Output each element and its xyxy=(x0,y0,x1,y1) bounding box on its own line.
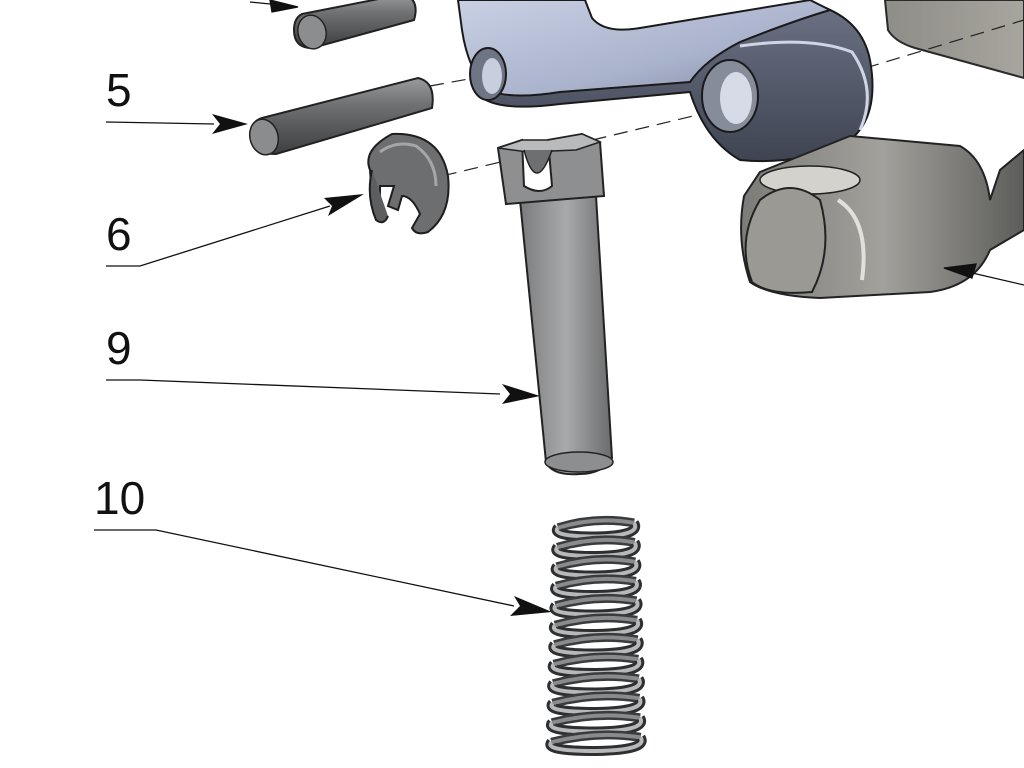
arrowhead-6 xyxy=(324,194,364,216)
spring-coil-back-highlight xyxy=(552,693,640,706)
spring-coil-back-highlight xyxy=(556,537,635,550)
callout-6: 6 xyxy=(106,194,364,267)
spring-coil-back-highlight xyxy=(557,518,635,530)
e-clip-6-icon xyxy=(367,132,450,235)
callout-9: 9 xyxy=(106,322,540,404)
spring-coil-back-highlight xyxy=(555,596,637,608)
spring-coil-back-highlight xyxy=(553,654,639,667)
leader-10 xyxy=(94,529,515,607)
leader-9 xyxy=(106,379,501,395)
arrowhead-9 xyxy=(502,384,540,404)
lever-arm-icon xyxy=(456,0,874,163)
callout-label-10: 10 xyxy=(94,472,145,524)
slotted-pin-9-icon xyxy=(496,132,614,476)
callout-5: 5 xyxy=(105,64,248,134)
callout-10: 10 xyxy=(94,472,552,616)
block-icon xyxy=(883,0,1024,80)
spring-coil-back-highlight xyxy=(553,635,638,647)
spring-coil-back-highlight xyxy=(550,732,641,745)
pin-5-icon xyxy=(248,76,434,156)
callout-label-6: 6 xyxy=(106,208,132,260)
nut-fitting-icon xyxy=(740,134,1024,300)
spring-coil-back-highlight xyxy=(551,713,641,725)
spring-coil-back-highlight xyxy=(552,674,640,686)
leader-upper xyxy=(249,0,299,13)
callout-label-9: 9 xyxy=(106,322,132,374)
pin-upper-icon xyxy=(292,0,417,50)
leader-5 xyxy=(105,121,215,125)
spring-coil-front-highlight xyxy=(548,736,644,754)
spring-coil-back-highlight xyxy=(554,615,638,628)
arrowhead-10 xyxy=(510,596,552,616)
arrowhead-5 xyxy=(212,114,248,134)
spring-10-icon xyxy=(545,515,647,757)
spring-coil-back-highlight xyxy=(556,557,636,569)
leader-nut xyxy=(943,263,1024,286)
leader-6 xyxy=(106,205,331,267)
spring-coil-back-highlight xyxy=(555,576,637,589)
callout-label-5: 5 xyxy=(106,64,132,116)
